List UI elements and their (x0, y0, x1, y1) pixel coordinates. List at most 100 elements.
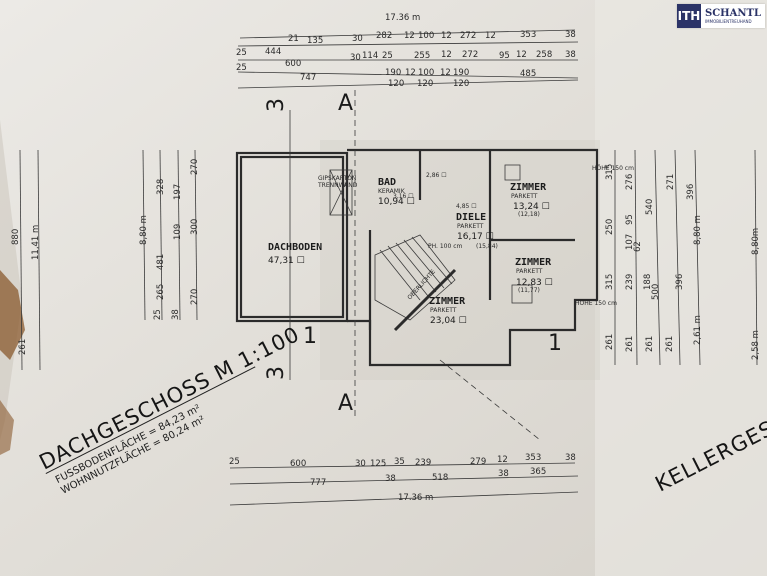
right-dimension-lines (614, 149, 758, 366)
room-zimmer-1: ZIMMER PARKETT 13,24 ☐ (510, 182, 550, 212)
room-name: ZIMMER (429, 296, 466, 307)
dimension-label: 353 (520, 30, 536, 40)
dimension-label: 270 (190, 159, 200, 175)
dimension-label: 190 (453, 68, 469, 78)
dimension-label: 25 (229, 457, 240, 467)
dimension-label: 271 (666, 174, 676, 190)
section-marker: A (338, 91, 353, 116)
section-marker: 1 (303, 324, 317, 349)
dimension-label: 12 (405, 68, 416, 78)
dimension-label: 239 (625, 274, 635, 290)
dimension-label: 481 (156, 254, 166, 270)
dimension-label: 38 (498, 469, 509, 479)
room-zimmer-2: ZIMMER PARKETT 12,83 ☐ (515, 257, 553, 288)
dimension-label: 270 (190, 289, 200, 305)
dimension-label: 125 (370, 459, 386, 469)
dimension-label: 518 (432, 473, 448, 483)
dimension-label: 261 (605, 334, 615, 350)
dimension-label: 276 (625, 174, 635, 190)
section-marker: 1 (548, 331, 562, 356)
room-name: ZIMMER (515, 257, 552, 268)
logo-mark: ITH (676, 4, 701, 28)
total-width-top: 17.36 m (385, 13, 420, 23)
dimension-label: 30 (355, 459, 366, 469)
dimension-label: 880 (11, 229, 21, 245)
dimension-label: 35 (394, 457, 405, 467)
dimension-label: 109 (173, 224, 183, 240)
dimension-label: 261 (665, 336, 675, 352)
dimension-label: 239 (415, 458, 431, 468)
dimension-label: 353 (525, 453, 541, 463)
dimension-label: 261 (18, 339, 28, 355)
dimension-label: 38 (565, 30, 576, 40)
room-name: ZIMMER (510, 182, 547, 193)
dimension-label: 12 (516, 50, 527, 60)
dimension-label: 282 (376, 31, 392, 41)
room-area: 16,17 ☐ (457, 232, 494, 242)
annotation: 4,85 ☐ (456, 203, 477, 210)
dimension-label: 12 (497, 455, 508, 465)
dimension-label: 396 (675, 274, 685, 290)
room-area: 12,83 ☐ (516, 278, 553, 288)
dimension-label: 265 (156, 284, 166, 300)
room-area: 10,94 ☐ (378, 197, 415, 207)
dimension-label: 38 (171, 309, 181, 320)
dimension-label: 25 (236, 63, 247, 73)
annotation: HÖHE 150 cm (592, 165, 634, 172)
room-diele: DIELE PARKETT 16,17 ☐ (456, 212, 494, 242)
room-floor: PARKETT (430, 307, 457, 314)
annotation: 3,16 ☐ (393, 193, 414, 200)
room-dachboden: DACHBODEN 47,31 ☐ (268, 242, 322, 266)
room-name: DACHBODEN (268, 242, 322, 253)
annotation: (12,18) (518, 211, 540, 218)
room-floor: PARKETT (516, 268, 543, 275)
building-walls (235, 90, 599, 441)
room-floor: KERAMIK (378, 188, 406, 195)
dimension-label: 777 (310, 478, 326, 488)
logo-tagline: IMMOBILIENTREUHAND (704, 19, 752, 24)
dimension-label: 100 (418, 68, 434, 78)
dimension-label: 279 (470, 457, 486, 467)
dimension-label: 8,80 m (693, 215, 703, 245)
room-bad: BAD KERAMIK 10,94 ☐ (378, 177, 415, 207)
brand-logo: ITH SCHANTL IMMOBILIENTREUHAND (676, 4, 765, 28)
dimension-label: 62 (633, 241, 643, 252)
dimension-label: 315 (605, 164, 615, 180)
dimension-label: 272 (462, 50, 478, 60)
dimension-label: 12 (440, 68, 451, 78)
room-area: 47,31 ☐ (268, 256, 305, 266)
dimension-label: 114 (362, 51, 378, 61)
annotation: (15,84) (476, 243, 498, 250)
room-name: DIELE (456, 212, 486, 223)
dimension-label: 188 (643, 274, 653, 290)
dimension-label: 444 (265, 47, 281, 57)
section-marker: A (338, 391, 353, 416)
annotation: GIPSKARTON (318, 175, 356, 182)
dimension-label: 135 (307, 36, 323, 46)
dimension-label: 95 (625, 214, 635, 225)
room-floor: PARKETT (511, 193, 538, 200)
dimension-label: 600 (285, 59, 301, 69)
dimension-label: 25 (382, 51, 393, 61)
annotation: 2,86 ☐ (426, 172, 447, 179)
dimension-label: 21 (288, 34, 299, 44)
dimension-label: 258 (536, 50, 552, 60)
dimension-label: 250 (605, 219, 615, 235)
annotation: PH. 100 cm (428, 243, 462, 250)
dimension-label: 120 (388, 79, 404, 89)
section-marker: 3 (264, 366, 289, 380)
dimension-label: 38 (565, 50, 576, 60)
dimension-label: 255 (414, 51, 430, 61)
dimension-label: 197 (173, 184, 183, 200)
dimension-label: 315 (605, 274, 615, 290)
logo-name: SCHANTL (704, 8, 761, 19)
dimension-label: 328 (156, 179, 166, 195)
dimension-label: 30 (350, 53, 361, 63)
dimension-label: 100 (418, 31, 434, 41)
dimension-label: 485 (520, 69, 536, 79)
dimension-label: 396 (686, 184, 696, 200)
dimension-label: 25 (236, 48, 247, 58)
